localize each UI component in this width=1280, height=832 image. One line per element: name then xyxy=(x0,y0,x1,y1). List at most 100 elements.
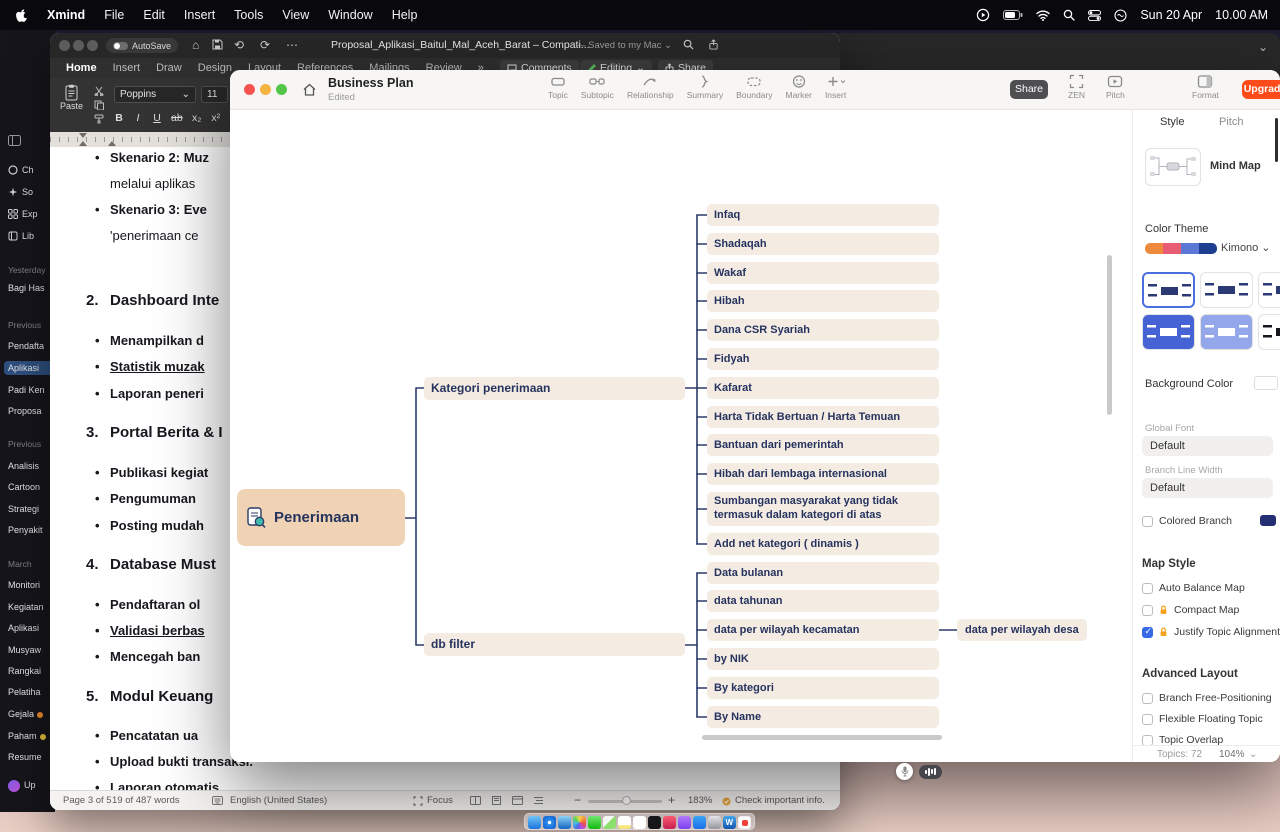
doc-heading[interactable]: 3.Portal Berita & I xyxy=(110,424,223,441)
chat-item[interactable]: Monitori xyxy=(8,578,40,592)
save-icon[interactable] xyxy=(212,39,223,50)
menu-app-name[interactable]: Xmind xyxy=(47,8,85,22)
checkbox[interactable] xyxy=(1142,516,1153,527)
undo-icon[interactable]: ⟲ xyxy=(234,38,244,53)
subtopic[interactable]: Hibah xyxy=(707,290,939,312)
copy-icon[interactable] xyxy=(94,100,104,110)
spotlight-icon[interactable] xyxy=(1063,9,1075,21)
dock-mail-icon[interactable] xyxy=(558,816,571,829)
close-button[interactable] xyxy=(59,40,70,51)
insert-button[interactable]: Insert xyxy=(825,74,846,100)
subtopic[interactable]: Add net kategori ( dinamis ) xyxy=(707,533,939,555)
justify-alignment-option[interactable]: Justify Topic Alignment xyxy=(1142,625,1280,639)
chat-item[interactable]: Penyakit xyxy=(8,523,43,537)
menu-date[interactable]: Sun 20 Apr xyxy=(1140,8,1202,22)
chat-item[interactable]: Proposa xyxy=(8,404,42,418)
subtopic[interactable]: data tahunan xyxy=(707,590,939,612)
subscript-button[interactable]: x₂ xyxy=(192,112,202,126)
tab-insert[interactable]: Insert xyxy=(113,62,141,74)
subtopic[interactable]: Shadaqah xyxy=(707,233,939,255)
chat-item[interactable]: Aplikasi xyxy=(8,621,39,635)
share-icon[interactable] xyxy=(708,39,719,50)
chat-item[interactable]: Kegiatan xyxy=(8,600,44,614)
format-painter-icon[interactable] xyxy=(94,114,104,124)
checkbox-checked[interactable] xyxy=(1142,627,1153,638)
view-read-icon[interactable] xyxy=(470,796,481,805)
wifi-icon[interactable] xyxy=(1036,10,1050,21)
tab-home[interactable]: Home xyxy=(66,62,97,74)
auto-balance-option[interactable]: Auto Balance Map xyxy=(1142,581,1245,595)
strikethrough-button[interactable]: ab xyxy=(171,112,183,126)
dock-safari-icon[interactable] xyxy=(543,816,556,829)
checkbox[interactable] xyxy=(1142,714,1153,725)
doc-line[interactable]: Laporan otomatis xyxy=(110,780,219,790)
doc-line[interactable]: Pencatatan ua xyxy=(110,728,198,743)
tab-design[interactable]: Design xyxy=(198,62,232,74)
main-topic[interactable]: db filter xyxy=(424,633,685,656)
dock-tv-icon[interactable] xyxy=(648,816,661,829)
sidebar-account-item[interactable]: Up xyxy=(8,778,36,792)
boundary-button[interactable]: Boundary xyxy=(736,74,772,100)
chat-item[interactable]: Pelatiha xyxy=(8,685,41,699)
flexible-floating-topic-option[interactable]: Flexible Floating Topic xyxy=(1142,712,1263,726)
colored-branch-option[interactable]: Colored Branch xyxy=(1142,514,1232,528)
indent-marker[interactable] xyxy=(79,133,87,138)
zen-mode-button[interactable]: ZEN xyxy=(1068,74,1085,100)
subtopic[interactable]: data per wilayah kecamatan xyxy=(707,619,939,641)
underline-button[interactable]: U xyxy=(152,112,162,126)
menu-time[interactable]: 10.00 AM xyxy=(1215,8,1268,22)
chevron-down-icon[interactable]: ⌄ xyxy=(1258,40,1268,54)
control-center-icon[interactable] xyxy=(1088,10,1101,21)
view-print-icon[interactable] xyxy=(491,796,502,805)
checkbox[interactable] xyxy=(1142,605,1153,616)
dock-app-store-icon[interactable] xyxy=(693,816,706,829)
dock-xmind-icon[interactable] xyxy=(738,816,751,829)
zoom-slider-thumb[interactable] xyxy=(622,796,631,805)
recording-icon[interactable] xyxy=(976,8,990,22)
mindmap-canvas[interactable]: Penerimaan Kategori penerimaan db filter… xyxy=(232,110,1132,762)
doc-line[interactable]: Publikasi kegiat xyxy=(110,465,208,480)
zoom-out-icon[interactable]: − xyxy=(574,793,581,807)
battery-icon[interactable] xyxy=(1003,10,1023,20)
zoom-level[interactable]: 183% xyxy=(688,795,712,806)
home-icon[interactable]: ⌂ xyxy=(192,38,199,53)
bold-button[interactable]: B xyxy=(114,112,124,126)
menu-item-view[interactable]: View xyxy=(282,8,309,22)
chat-item[interactable]: Bagi Has xyxy=(8,281,45,295)
saved-status[interactable]: — Saved to my Mac ⌄ xyxy=(576,40,672,51)
relationship-button[interactable]: Relationship xyxy=(627,74,674,100)
canvas-zoom-level[interactable]: 104% xyxy=(1219,749,1245,760)
theme-option-1[interactable] xyxy=(1142,272,1195,308)
focus-button[interactable]: Focus xyxy=(427,795,453,806)
doc-line[interactable]: Laporan peneri xyxy=(110,386,204,401)
dock-finder-icon[interactable] xyxy=(528,816,541,829)
zoom-in-icon[interactable]: + xyxy=(668,793,675,807)
doc-line[interactable]: Skenario 3: Eve xyxy=(110,202,207,217)
paste-button[interactable]: Paste xyxy=(60,84,83,111)
branch-width-select[interactable]: Default xyxy=(1142,478,1273,498)
subtopic[interactable]: By kategori xyxy=(707,677,939,699)
minimize-button[interactable] xyxy=(260,84,271,95)
sheet-thumbnail[interactable] xyxy=(1145,148,1201,186)
subtopic[interactable]: Harta Tidak Bertuan / Harta Temuan xyxy=(707,406,939,428)
sidebar-item-sora[interactable]: So xyxy=(8,185,33,199)
doc-line[interactable]: Validasi berbas xyxy=(110,623,205,638)
menu-item-tools[interactable]: Tools xyxy=(234,8,263,22)
dock-maps-icon[interactable] xyxy=(603,816,616,829)
checkbox[interactable] xyxy=(1142,583,1153,594)
chat-item[interactable]: Pendafta xyxy=(8,339,44,353)
sidebar-item-library[interactable]: Lib xyxy=(8,229,34,243)
font-size-select[interactable]: 11 xyxy=(201,86,228,103)
marker-button[interactable]: Marker xyxy=(785,74,811,100)
chevron-down-icon[interactable]: ⌄ xyxy=(1249,749,1257,760)
word-count[interactable]: 19 of 487 words xyxy=(112,795,180,806)
microphone-icon[interactable] xyxy=(896,763,913,780)
canvas-vertical-scrollbar[interactable] xyxy=(1107,255,1112,415)
siri-icon[interactable] xyxy=(1114,9,1127,22)
subtopic[interactable]: by NIK xyxy=(707,648,939,670)
cut-icon[interactable] xyxy=(94,86,104,96)
language-selector[interactable]: English (United States) xyxy=(230,795,327,806)
home-icon[interactable] xyxy=(302,82,317,97)
background-color-swatch[interactable] xyxy=(1254,376,1278,390)
subtopic[interactable]: By Name xyxy=(707,706,939,728)
